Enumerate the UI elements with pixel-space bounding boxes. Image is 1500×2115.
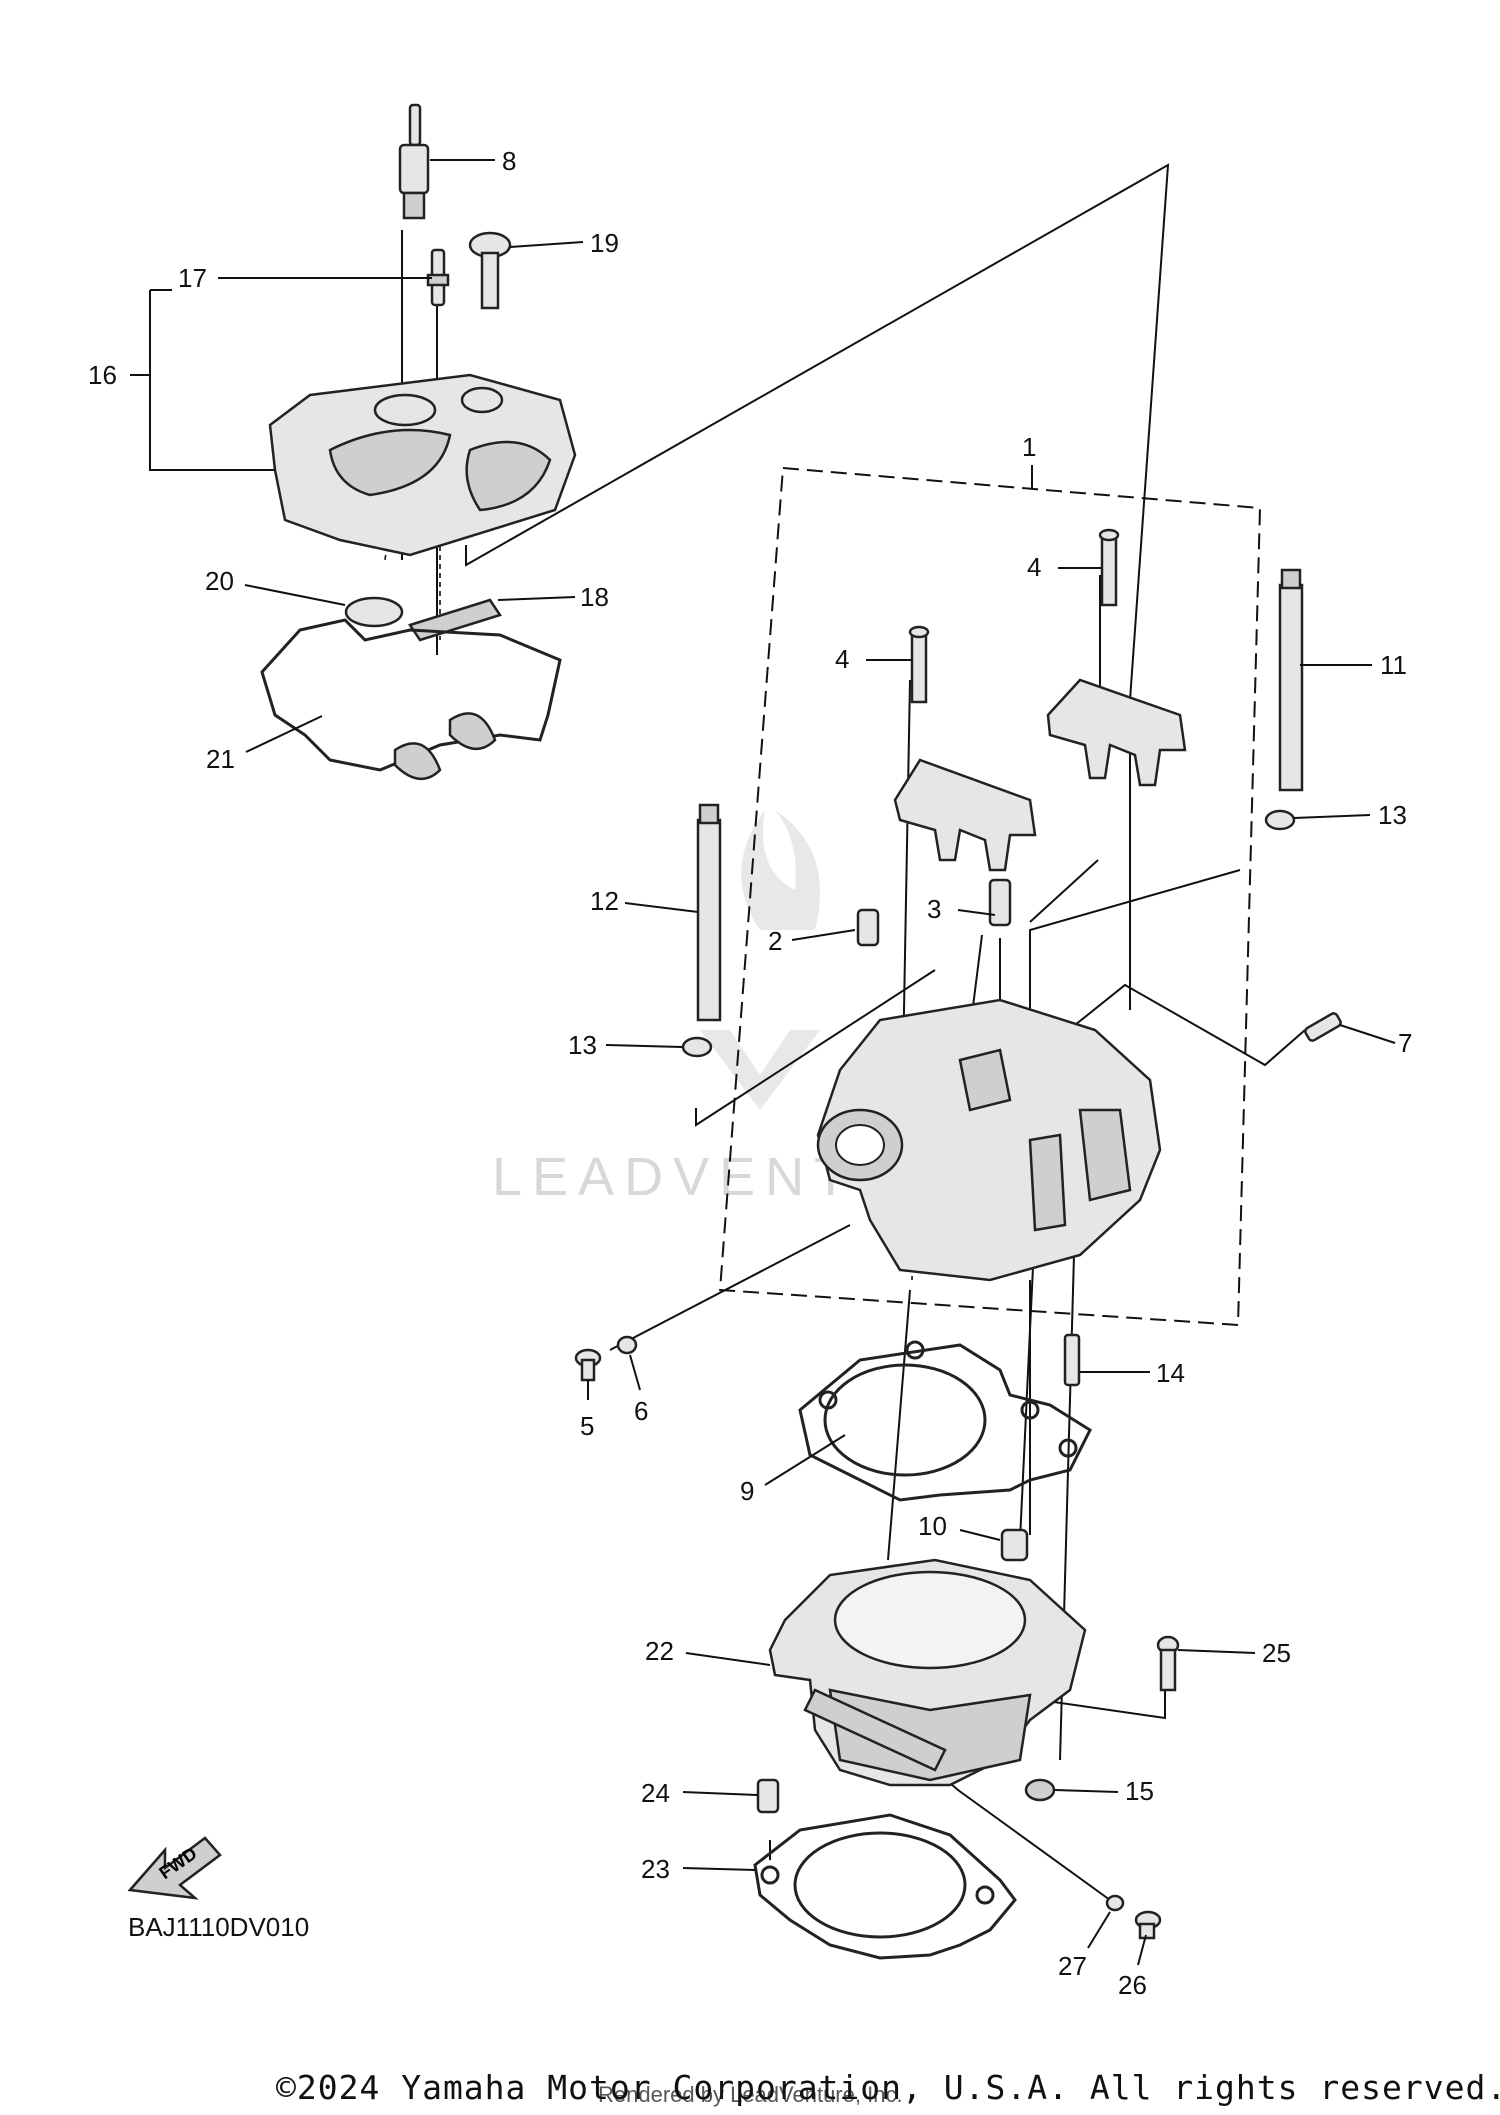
callout-20: 20 (205, 566, 234, 596)
callout-6: 6 (634, 1396, 648, 1426)
callout-14: 14 (1156, 1358, 1185, 1388)
callout-16: 16 (88, 360, 117, 390)
plug-7 (1304, 1012, 1342, 1042)
callout-3: 3 (927, 894, 941, 924)
copyright-notice: ©2024 Yamaha Motor Corporation, U.S.A. A… (276, 2068, 1500, 2107)
washer-right (1264, 809, 1296, 831)
bolt-26 (1134, 1910, 1162, 1940)
dowel-10 (1000, 1528, 1029, 1562)
cover-gasket (260, 618, 562, 780)
spark-plug (398, 103, 430, 220)
camshaft-cap-left (893, 758, 1037, 872)
bolt-25 (1156, 1635, 1180, 1692)
cylinder-base-gasket (753, 1813, 1017, 1960)
callout-2: 2 (768, 926, 782, 956)
cylinder-head-assembly-boundary (718, 466, 1262, 1327)
callout-17: 17 (178, 263, 207, 293)
rendered-by-credit: Rendered by LeadVenture, Inc. (598, 2082, 903, 2107)
cylinder-head-gasket (798, 1340, 1092, 1502)
callout-4-left: 4 (835, 644, 849, 674)
diagram-code: BAJ1110DV010 (128, 1912, 310, 1942)
camshaft-cap-right (1046, 678, 1187, 787)
callout-22: 22 (645, 1636, 674, 1666)
callout-26: 26 (1118, 1970, 1147, 2000)
spark-plug-seal (344, 596, 404, 628)
dowel-pin-3 (988, 878, 1012, 927)
callout-12: 12 (590, 886, 619, 916)
camshaft-cap-bolt-right (1098, 528, 1120, 607)
cylinder-head (816, 998, 1162, 1282)
bolt-5 (574, 1348, 602, 1382)
callout-25: 25 (1262, 1638, 1291, 1668)
callout-10: 10 (918, 1511, 947, 1541)
callout-5: 5 (580, 1411, 594, 1441)
callout-8: 8 (502, 146, 516, 176)
cylinder-head-bolt-long-right (1278, 568, 1304, 792)
callout-15: 15 (1125, 1776, 1154, 1806)
callout-11: 11 (1380, 650, 1407, 680)
callout-18: 18 (580, 582, 609, 612)
callout-1: 1 (1022, 432, 1036, 462)
washer-left (681, 1036, 713, 1058)
washer-27 (1105, 1894, 1125, 1912)
dowel-14 (1063, 1333, 1081, 1387)
forward-direction-arrow: FWD (127, 1836, 222, 1900)
callouts: 1 2 3 4 4 5 6 7 8 9 10 11 12 (88, 146, 1412, 2000)
cylinder-head-bolt-long-left (696, 803, 722, 1022)
callout-27: 27 (1058, 1951, 1087, 1981)
callout-23: 23 (641, 1854, 670, 1884)
nut-15 (1024, 1778, 1056, 1802)
callout-4-right: 4 (1027, 552, 1041, 582)
callout-9: 9 (740, 1476, 754, 1506)
camshaft-cap-bolt-left (908, 625, 930, 704)
callout-13-left: 13 (568, 1030, 597, 1060)
callout-24: 24 (641, 1778, 670, 1808)
dowel-pin-2 (856, 908, 880, 947)
callout-19: 19 (590, 228, 619, 258)
dowel-6 (616, 1335, 638, 1355)
callout-21: 21 (206, 744, 235, 774)
cylinder-head-cover (268, 373, 577, 557)
callout-7: 7 (1398, 1028, 1412, 1058)
dowel-24 (756, 1778, 780, 1814)
cover-bolt (468, 231, 512, 310)
cylinder (768, 1558, 1087, 1787)
callout-13-right: 13 (1378, 800, 1407, 830)
